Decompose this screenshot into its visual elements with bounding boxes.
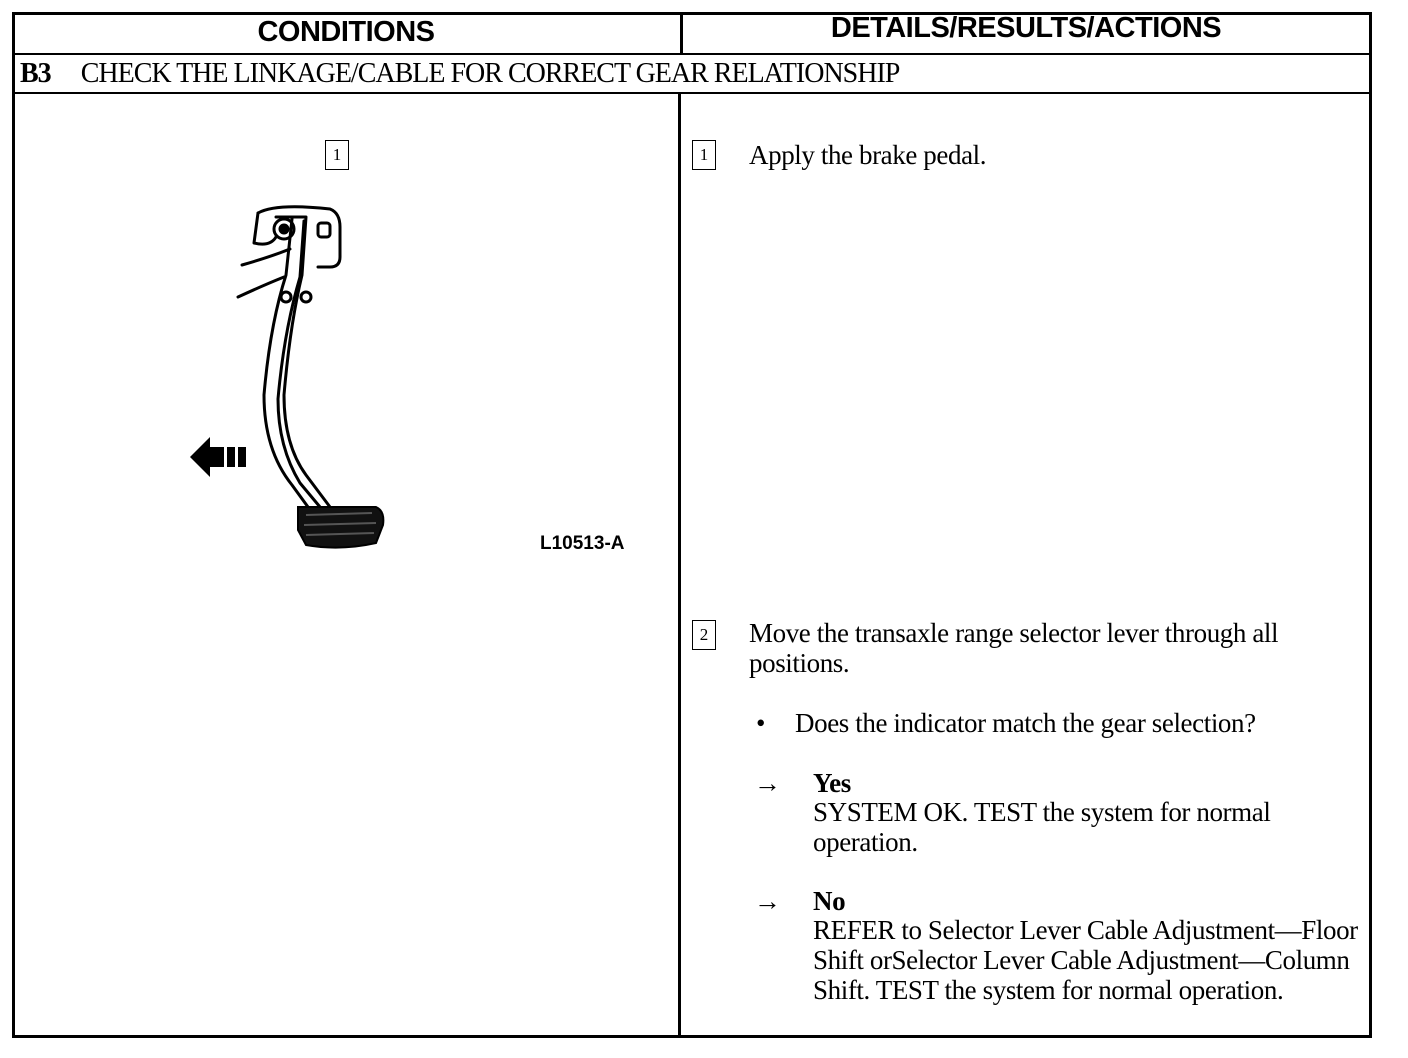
conditions-header: CONDITIONS	[257, 16, 435, 48]
header-divider	[12, 53, 1372, 55]
action-2-number: 2	[692, 620, 716, 650]
header-column-divider	[680, 12, 683, 54]
no-result-text: REFER to Selector Lever Cable Adjustment…	[813, 915, 1358, 1005]
no-label: No	[813, 886, 846, 916]
yes-label: Yes	[813, 768, 851, 798]
step-title: CHECK THE LINKAGE/CABLE FOR CORRECT GEAR…	[80, 58, 901, 89]
action-1-text: Apply the brake pedal.	[749, 140, 987, 170]
action-2-text: Move the transaxle range selector lever …	[749, 618, 1279, 678]
action-1-number: 1	[692, 140, 716, 170]
body-column-divider	[678, 93, 681, 1038]
step-id: B3	[20, 58, 52, 89]
details-header: DETAILS/RESULTS/ACTIONS	[830, 12, 1222, 44]
question-bullet: •	[756, 708, 766, 738]
step-title-row: B3 CHECK THE LINKAGE/CABLE FOR CORRECT GE…	[20, 58, 901, 90]
procedure-table	[12, 12, 1372, 1038]
step-title-divider	[12, 92, 1372, 94]
question-text: Does the indicator match the gear select…	[795, 708, 1256, 738]
no-arrow: →	[754, 886, 781, 916]
yes-result-text: SYSTEM OK. TEST the system for normal op…	[813, 797, 1271, 857]
figure-callout-box: 1	[325, 140, 349, 170]
brake-pedal-illustration	[190, 205, 385, 549]
yes-arrow: →	[754, 768, 781, 798]
figure-label: L10513-A	[540, 533, 625, 554]
